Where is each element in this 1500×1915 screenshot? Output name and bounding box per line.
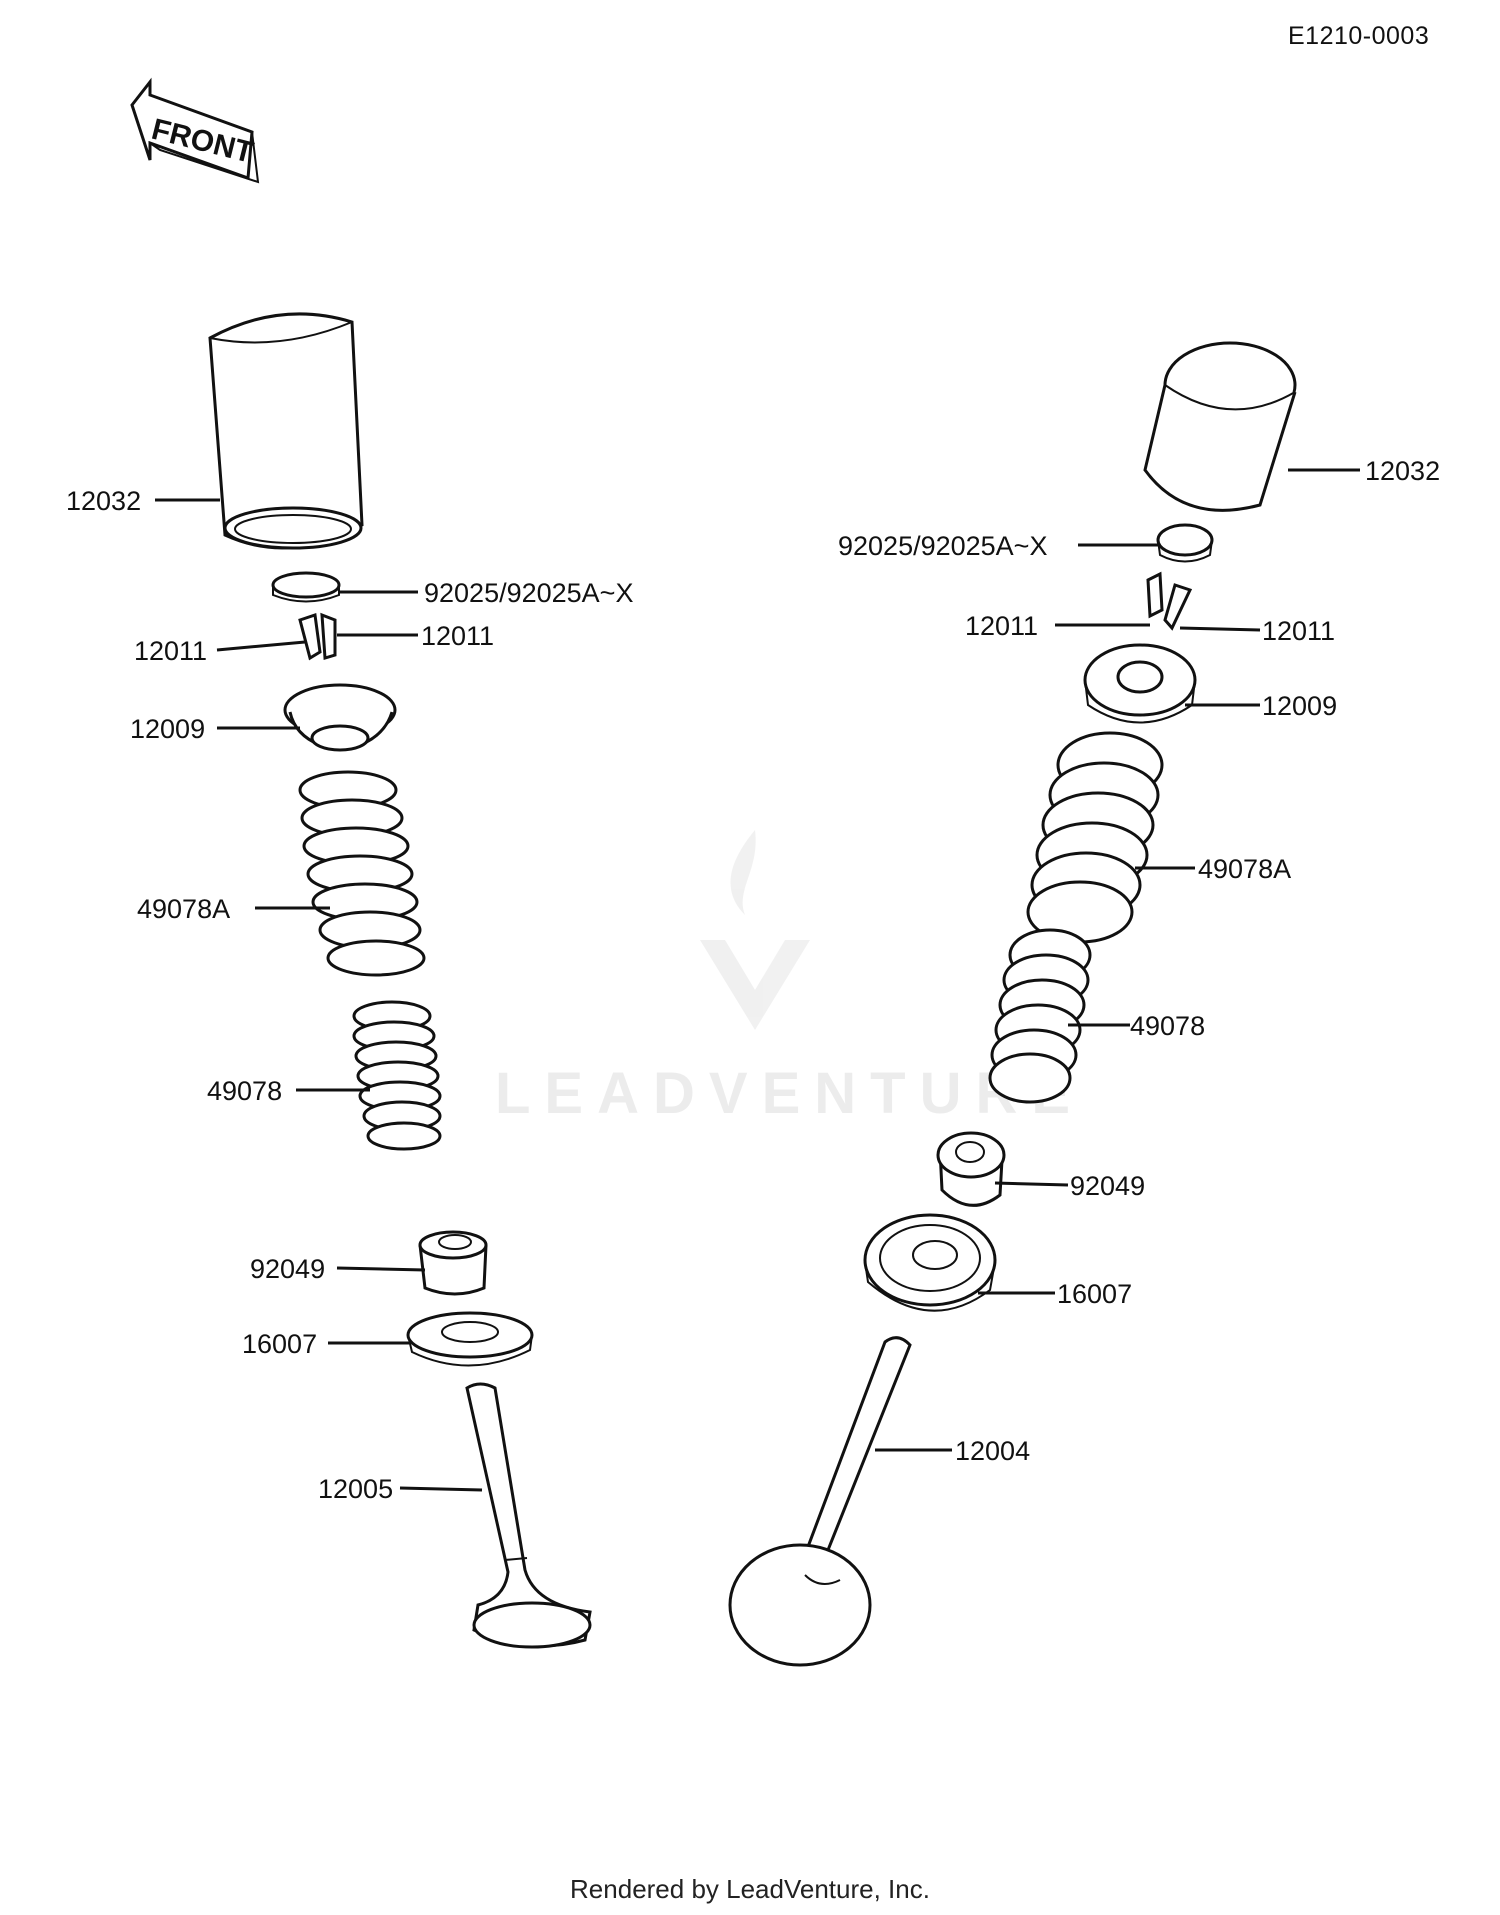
left-outer-spring xyxy=(298,770,426,977)
diagram-code: E1210-0003 xyxy=(1288,22,1430,50)
label-left-retainer: 12009 xyxy=(130,714,206,744)
watermark-logo xyxy=(700,830,810,1030)
label-left-shim: 92025/92025A~X xyxy=(424,578,634,608)
label-right-tappet: 12032 xyxy=(1365,456,1441,486)
front-arrow-badge: FRONT xyxy=(130,77,260,184)
watermark-text: LEADVENTURE xyxy=(495,1061,1085,1126)
label-right-retainer: 12009 xyxy=(1262,691,1338,721)
label-left-outer-spring: 49078A xyxy=(137,894,231,924)
right-outer-spring xyxy=(1026,731,1164,944)
right-shim xyxy=(1156,523,1214,563)
label-right-keeper-b: 12011 xyxy=(1262,616,1336,646)
left-inner-spring xyxy=(352,1000,442,1151)
left-stem-seal xyxy=(418,1230,488,1296)
label-left-tappet: 12032 xyxy=(66,486,142,516)
right-valve xyxy=(728,1336,912,1667)
label-right-shim: 92025/92025A~X xyxy=(838,531,1048,561)
label-left-stem-seal: 92049 xyxy=(250,1254,326,1284)
label-left-inner-spring: 49078 xyxy=(207,1076,283,1106)
label-left-keeper-a: 12011 xyxy=(134,636,208,666)
label-left-keeper-b: 12011 xyxy=(421,621,495,651)
leader-lines xyxy=(155,468,1360,1492)
right-inner-spring xyxy=(988,928,1092,1104)
left-retainer xyxy=(283,683,397,752)
label-right-outer-spring: 49078A xyxy=(1198,854,1292,884)
label-right-spring-seat: 16007 xyxy=(1057,1279,1133,1309)
label-right-stem-seal: 92049 xyxy=(1070,1171,1146,1201)
right-tappet xyxy=(1143,341,1297,512)
right-stem-seal xyxy=(936,1131,1006,1207)
left-tappet xyxy=(208,312,364,550)
right-retainer xyxy=(1083,643,1197,724)
right-spring-seat xyxy=(863,1213,997,1312)
left-valve xyxy=(465,1382,592,1649)
left-shim xyxy=(271,571,341,603)
footer-credit: Rendered by LeadVenture, Inc. xyxy=(570,1874,930,1904)
label-right-keeper-a: 12011 xyxy=(965,611,1039,641)
label-right-inner-spring: 49078 xyxy=(1130,1011,1206,1041)
label-left-spring-seat: 16007 xyxy=(242,1329,318,1359)
left-spring-seat xyxy=(406,1311,534,1367)
label-right-valve: 12004 xyxy=(955,1436,1031,1466)
left-keepers xyxy=(298,612,337,661)
label-left-valve: 12005 xyxy=(318,1474,394,1504)
right-keepers xyxy=(1146,571,1193,631)
